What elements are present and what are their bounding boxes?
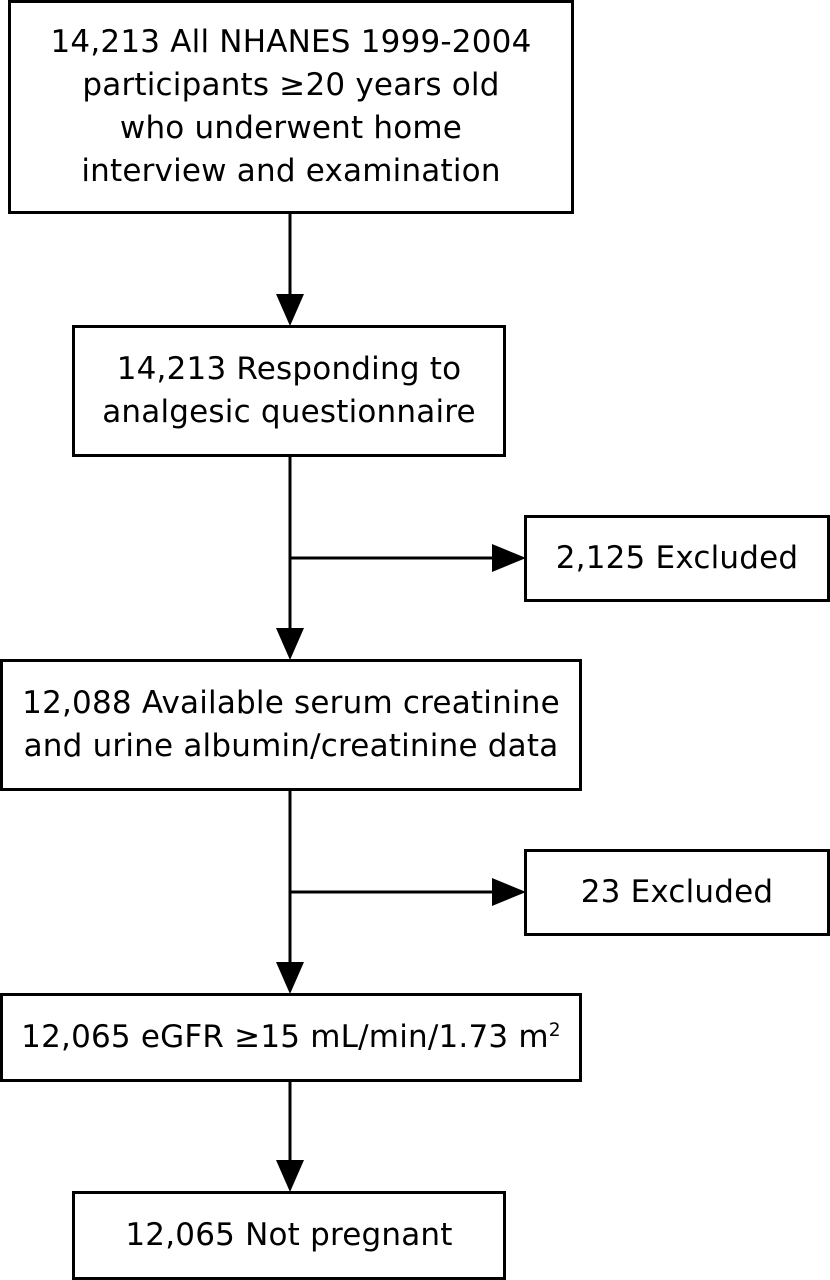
box3-line-2: and urine albumin/creatinine data — [23, 728, 559, 764]
flow-box-all-participants-text: 14,213 All NHANES 1999-2004 participants… — [51, 21, 532, 193]
arrowhead-box4-to-box5 — [276, 1160, 304, 1192]
flow-box-questionnaire: 14,213 Responding to analgesic questionn… — [72, 325, 506, 457]
box4-superscript: 2 — [548, 1019, 561, 1041]
box1-line-2: participants ≥20 years old — [82, 67, 500, 103]
arrowhead-to-exclusion2 — [492, 878, 526, 906]
arrowhead-to-exclusion1 — [492, 544, 526, 572]
flow-box-not-pregnant: 12,065 Not pregnant — [72, 1191, 506, 1280]
flow-box-exclusion-2: 23 Excluded — [524, 849, 830, 936]
arrowhead-box2-to-box3 — [276, 628, 304, 660]
exclusion1-text: 2,125 Excluded — [555, 540, 799, 576]
box4-text: 12,065 eGFR ≥15 mL/min/1.73 m2 — [21, 1016, 561, 1059]
flow-box-exclusion-1: 2,125 Excluded — [524, 515, 830, 602]
flow-box-all-participants: 14,213 All NHANES 1999-2004 participants… — [8, 0, 574, 214]
flow-box-available-data: 12,088 Available serum creatinine and ur… — [0, 659, 582, 791]
box4-main-text: 12,065 eGFR ≥15 mL/min/1.73 m — [21, 1019, 549, 1055]
box3-line-1: 12,088 Available serum creatinine — [22, 685, 560, 721]
flow-box-questionnaire-text: 14,213 Responding to analgesic questionn… — [102, 348, 476, 434]
flow-box-available-data-text: 12,088 Available serum creatinine and ur… — [22, 682, 560, 768]
flow-box-egfr: 12,065 eGFR ≥15 mL/min/1.73 m2 — [0, 993, 582, 1082]
box1-line-1: 14,213 All NHANES 1999-2004 — [50, 24, 532, 60]
box2-line-2: analgesic questionnaire — [102, 394, 476, 430]
exclusion2-text: 23 Excluded — [580, 874, 774, 910]
arrowhead-box1-to-box2 — [276, 294, 304, 326]
box1-line-3: who underwent home — [119, 110, 463, 146]
box5-text: 12,065 Not pregnant — [125, 1217, 453, 1253]
box2-line-1: 14,213 Responding to — [116, 351, 462, 387]
arrowhead-box3-to-box4 — [276, 962, 304, 994]
box1-line-4: interview and examination — [81, 153, 501, 189]
